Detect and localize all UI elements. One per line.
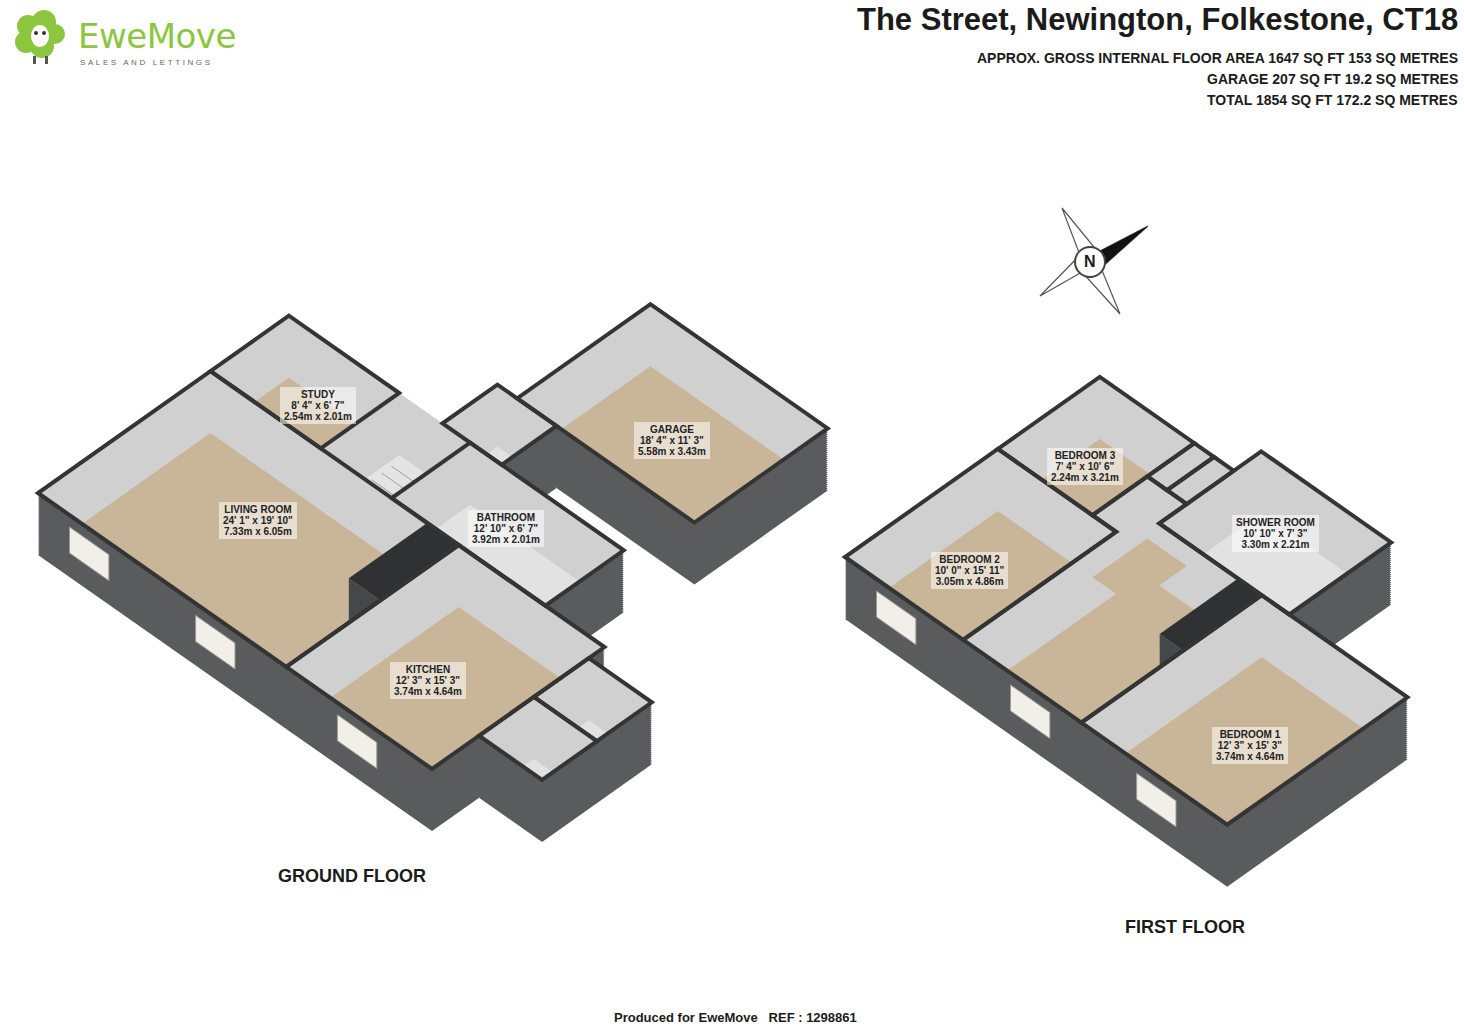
- room-label: BEDROOM 112' 3" x 15' 3"3.74m x 4.64m: [1212, 727, 1288, 764]
- room-size-metric: 3.74m x 4.64m: [1216, 751, 1284, 762]
- room-name: STUDY: [284, 389, 352, 400]
- room-name: BATHROOM: [472, 512, 540, 523]
- room-size-metric: 5.58m x 3.43m: [638, 446, 706, 457]
- room-size-metric: 3.30m x 2.21m: [1236, 539, 1315, 550]
- ground-floor-floors: [38, 366, 828, 842]
- first-floor-floors: [845, 439, 1408, 887]
- room-label: STUDY8' 4" x 6' 7"2.54m x 2.01m: [280, 387, 356, 424]
- room-label: BATHROOM12' 10" x 6' 7"3.92m x 2.01m: [468, 510, 544, 547]
- first-floor-exterior-brick: [845, 360, 1464, 887]
- room-label: SHOWER ROOM10' 10" x 7' 3"3.30m x 2.21m: [1232, 515, 1319, 552]
- footer-reference: Produced for EweMove REF : 1298861: [614, 1010, 857, 1025]
- logo-sheep: [15, 10, 65, 64]
- room-size-imperial: 10' 0" x 15' 11": [935, 565, 1004, 576]
- room-size-metric: 3.05m x 4.86m: [935, 576, 1004, 587]
- room-size-imperial: 12' 3" x 15' 3": [394, 675, 462, 686]
- room-name: BEDROOM 1: [1216, 729, 1284, 740]
- room-label: GARAGE18' 4" x 11' 3"5.58m x 3.43m: [634, 422, 710, 459]
- ground-floor-exterior-brick: [38, 185, 934, 875]
- room-size-metric: 2.24m x 3.21m: [1051, 472, 1119, 483]
- room-size-imperial: 12' 10" x 6' 7": [472, 523, 540, 534]
- room-label: KITCHEN12' 3" x 15' 3"3.74m x 4.64m: [390, 662, 466, 699]
- total-area-summary: TOTAL 1854 SQ FT 172.2 SQ METRES: [1207, 92, 1458, 108]
- first-floor-chimney: [1160, 579, 1262, 713]
- floor-name: FIRST FLOOR: [1125, 917, 1245, 938]
- room-size-metric: 2.54m x 2.01m: [284, 411, 352, 422]
- room-size-imperial: 12' 3" x 15' 3": [1216, 740, 1284, 751]
- logo-tagline: SALES AND LETTINGS: [80, 58, 213, 67]
- room-size-metric: 3.74m x 4.64m: [394, 686, 462, 697]
- floor-area-summary: APPROX. GROSS INTERNAL FLOOR AREA 1647 S…: [977, 50, 1458, 66]
- ground-floor-chimney: [349, 523, 459, 662]
- room-name: KITCHEN: [394, 664, 462, 675]
- ground-floor-walls: [38, 183, 934, 813]
- room-name: GARAGE: [638, 424, 706, 435]
- first-floor-walls: [845, 358, 1464, 825]
- room-label: LIVING ROOM24' 1" x 19' 10"7.33m x 6.05m: [219, 502, 297, 539]
- room-size-metric: 7.33m x 6.05m: [223, 526, 293, 537]
- compass-rose: [1040, 208, 1148, 314]
- room-size-imperial: 18' 4" x 11' 3": [638, 435, 706, 446]
- room-size-imperial: 24' 1" x 19' 10": [223, 515, 293, 526]
- page-title: The Street, Newington, Folkestone, CT18: [857, 2, 1458, 38]
- floor-name: GROUND FLOOR: [278, 866, 426, 887]
- room-size-metric: 3.92m x 2.01m: [472, 534, 540, 545]
- room-name: SHOWER ROOM: [1236, 517, 1315, 528]
- room-size-imperial: 8' 4" x 6' 7": [284, 400, 352, 411]
- room-name: LIVING ROOM: [223, 504, 293, 515]
- logo-wordmark: EweMove: [78, 16, 236, 56]
- compass-letter: N: [1084, 253, 1096, 271]
- room-label: BEDROOM 210' 0" x 15' 11"3.05m x 4.86m: [931, 552, 1008, 589]
- room-size-imperial: 10' 10" x 7' 3": [1236, 528, 1315, 539]
- garage-area-summary: GARAGE 207 SQ FT 19.2 SQ METRES: [1207, 71, 1458, 87]
- room-label: BEDROOM 37' 4" x 10' 6"2.24m x 3.21m: [1047, 448, 1123, 485]
- room-name: BEDROOM 3: [1051, 450, 1119, 461]
- room-name: BEDROOM 2: [935, 554, 1004, 565]
- room-size-imperial: 7' 4" x 10' 6": [1051, 461, 1119, 472]
